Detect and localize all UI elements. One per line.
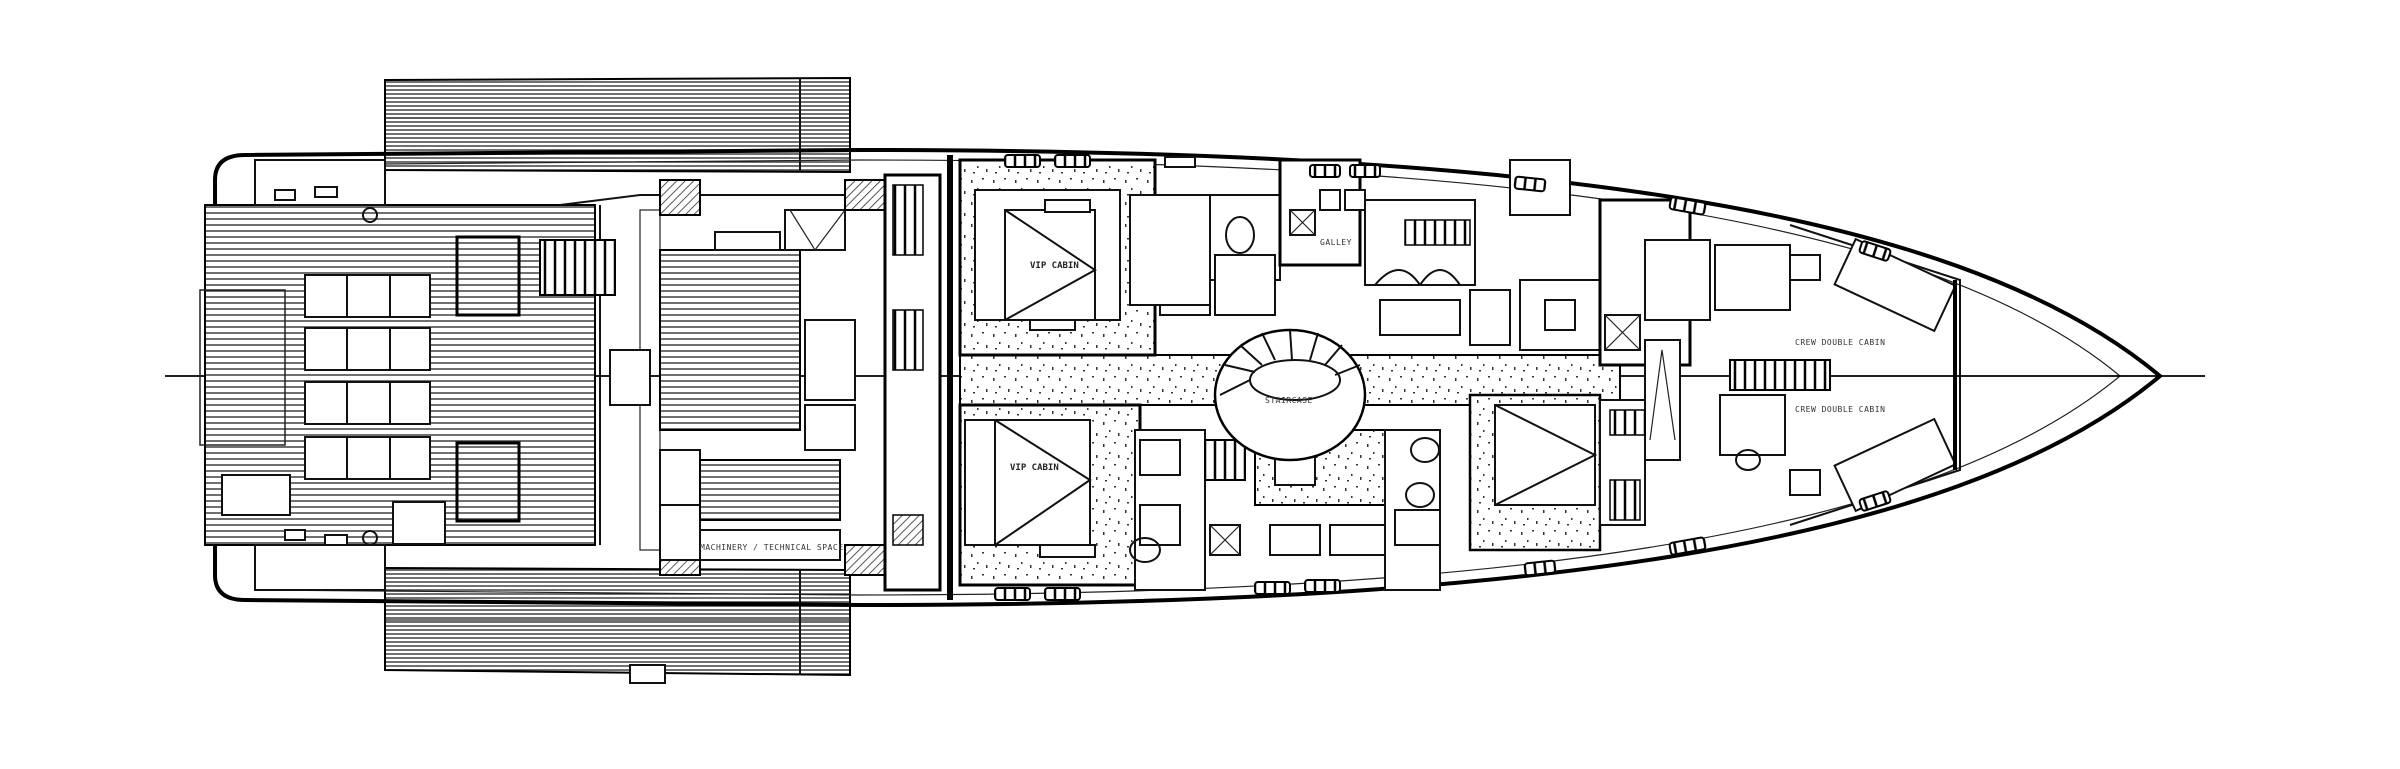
guest-cabin-fwd [1468,393,1602,552]
crew-cabins [1789,224,1961,526]
label-galley: GALLEY [1320,238,1352,247]
bathrooms [1129,194,1441,591]
hull-windows [994,154,1892,601]
vip-cabin-aft [958,158,1211,357]
label-crew-cabin-port: CREW DOUBLE CABIN [1795,338,1885,347]
locker [392,501,446,545]
galley [1278,158,1611,351]
spiral-staircase [1213,328,1367,462]
label-staircase: STAIRCASE [1265,396,1313,405]
label-vip-cabin-fwd: VIP CABIN [1010,463,1059,473]
side-deck-starboard [384,76,851,174]
label-crew-cabin-stbd: CREW DOUBLE CABIN [1795,405,1885,414]
side-deck-port [384,566,851,684]
label-vip-cabin-aft: VIP CABIN [1030,261,1079,271]
deck-hatch [455,235,521,317]
sunpad-cushions [304,274,431,480]
deck-hatch [455,441,521,523]
label-engine-note: MACHINERY / TECHNICAL SPACE [700,543,844,552]
vip-cabin-fwd [958,403,1142,587]
